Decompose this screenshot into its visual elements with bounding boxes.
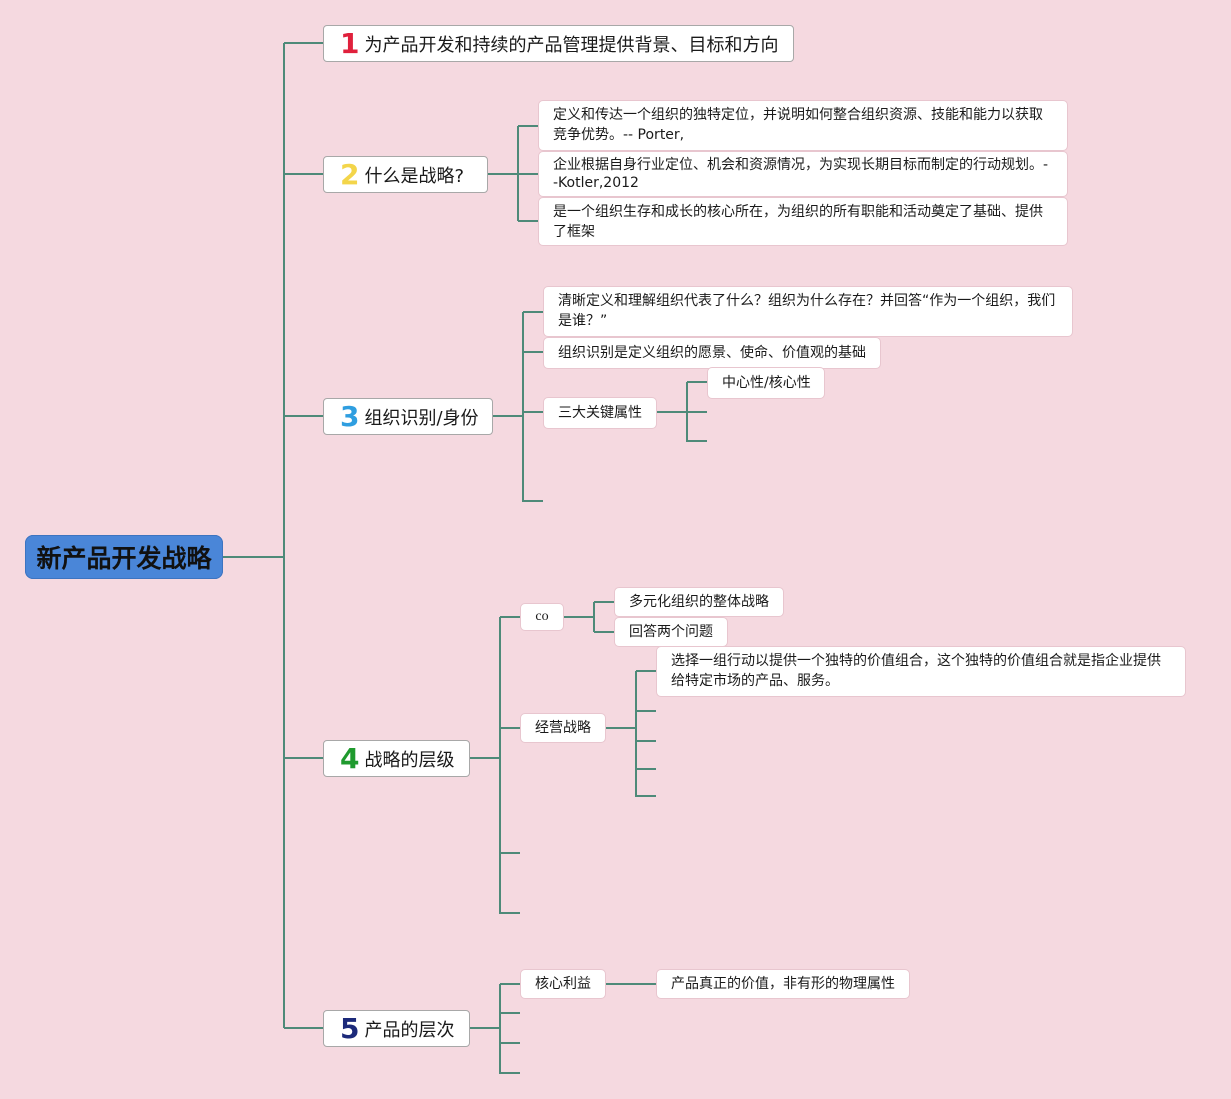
b2-item-core[interactable]: 是一个组织生存和成长的核心所在，为组织的所有职能和活动奠定了基础、提供了框架 (538, 197, 1068, 246)
branch-5[interactable]: 5 产品的层次 (323, 1010, 470, 1047)
b5-item-core-benefit[interactable]: 核心利益 (520, 969, 606, 999)
central-topic[interactable]: 新产品开发战略 (25, 535, 223, 579)
number-1-badge: 1 (340, 26, 360, 60)
b2-item-kotler[interactable]: 企业根据自身行业定位、机会和资源情况，为实现长期目标而制定的行动规划。--Kot… (538, 151, 1068, 197)
b4-co-overall[interactable]: 多元化组织的整体战略 (614, 587, 784, 617)
branch-2-label: 什么是战略? (364, 165, 465, 187)
branch-5-label: 产品的层次 (364, 1019, 455, 1041)
branch-4-label: 战略的层级 (364, 749, 455, 771)
number-3-badge: 3 (340, 399, 360, 433)
b3-item-attributes[interactable]: 三大关键属性 (543, 397, 657, 429)
b4-item-business[interactable]: 经营战略 (520, 713, 606, 743)
b2-item-porter[interactable]: 定义和传达一个组织的独特定位，并说明如何整合组织资源、技能和能力以获取竞争优势。… (538, 100, 1068, 151)
b3-item-foundation[interactable]: 组织识别是定义组织的愿景、使命、价值观的基础 (543, 337, 881, 369)
b5-core-value[interactable]: 产品真正的价值，非有形的物理属性 (656, 969, 910, 999)
number-4-badge: 4 (340, 741, 360, 775)
branch-4[interactable]: 4 战略的层级 (323, 740, 470, 777)
b3-item-centrality[interactable]: 中心性/核心性 (707, 367, 825, 399)
b4-business-value[interactable]: 选择一组行动以提供一个独特的价值组合，这个独特的价值组合就是指企业提供给特定市场… (656, 646, 1186, 697)
branch-3-label: 组织识别/身份 (364, 407, 479, 429)
branch-2[interactable]: 2 什么是战略? (323, 156, 488, 193)
number-5-badge: 5 (340, 1011, 360, 1045)
branch-1[interactable]: 1 为产品开发和持续的产品管理提供背景、目标和方向 (323, 25, 794, 62)
branch-3[interactable]: 3 组织识别/身份 (323, 398, 493, 435)
b4-item-co[interactable]: co (520, 603, 564, 631)
branch-1-label: 为产品开发和持续的产品管理提供背景、目标和方向 (364, 34, 779, 56)
b4-co-questions[interactable]: 回答两个问题 (614, 617, 728, 647)
b3-item-define[interactable]: 清晰定义和理解组织代表了什么？组织为什么存在？并回答“作为一个组织，我们是谁？” (543, 286, 1073, 337)
number-2-badge: 2 (340, 157, 360, 191)
